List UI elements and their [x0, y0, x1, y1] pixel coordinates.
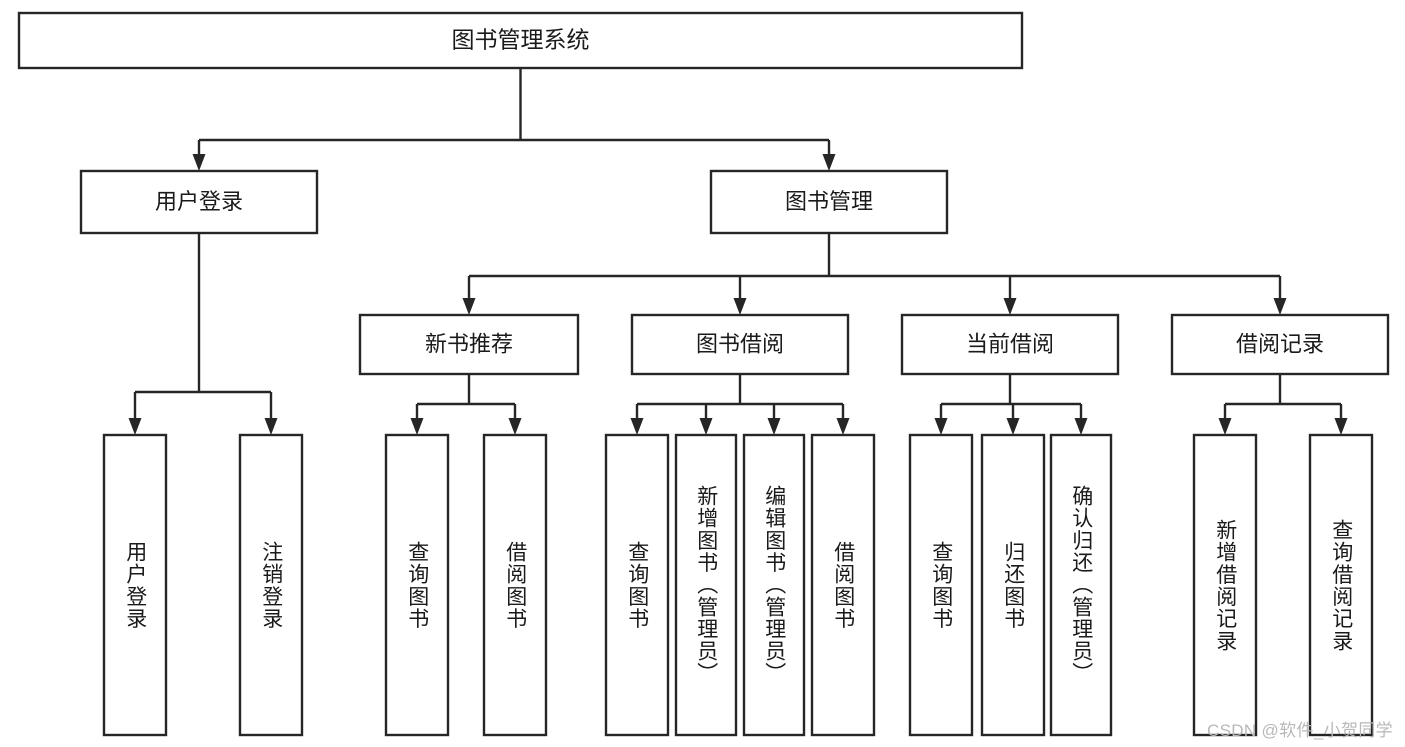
- arrow-head-icon: [192, 154, 206, 171]
- arrow-head-icon: [733, 298, 747, 315]
- arrow-head-icon: [1003, 298, 1017, 315]
- node-label-user-login: 用户登录: [155, 189, 243, 214]
- arrow-head-icon: [836, 418, 850, 435]
- node-box-leaf-query-book-rec[interactable]: [384, 433, 450, 737]
- node-box-leaf-return-book[interactable]: [980, 433, 1046, 737]
- node-label-root: 图书管理系统: [452, 27, 590, 53]
- node-box-leaf-edit-book[interactable]: [742, 433, 806, 737]
- arrow-head-icon: [699, 418, 713, 435]
- arrow-head-icon: [767, 418, 781, 435]
- node-box-leaf-borrow-book-rec[interactable]: [482, 433, 548, 737]
- node-box-user-login[interactable]: [79, 169, 319, 235]
- node-box-book-manage[interactable]: [709, 169, 949, 235]
- arrow-head-icon: [1273, 298, 1287, 315]
- arrow-head-icon: [264, 418, 278, 435]
- node-label-borrow-record: 借阅记录: [1236, 331, 1324, 356]
- node-box-leaf-confirm-return[interactable]: [1049, 433, 1113, 737]
- node-box-leaf-query-book-current[interactable]: [908, 433, 974, 737]
- node-box-book-borrow[interactable]: [630, 313, 850, 376]
- arrow-head-icon: [1218, 418, 1232, 435]
- node-box-leaf-borrow-book[interactable]: [810, 433, 876, 737]
- arrow-head-icon: [508, 418, 522, 435]
- arrow-head-icon: [630, 418, 644, 435]
- node-box-leaf-add-book[interactable]: [674, 433, 738, 737]
- arrow-head-icon: [822, 154, 836, 171]
- node-label-book-manage: 图书管理: [785, 189, 873, 214]
- boxes-layer: [17, 11, 1390, 737]
- node-box-leaf-user-login[interactable]: [102, 433, 168, 737]
- arrow-head-icon: [410, 418, 424, 435]
- node-box-current-borrow[interactable]: [900, 313, 1120, 376]
- node-box-leaf-user-logout[interactable]: [238, 433, 304, 737]
- node-box-leaf-query-book-borrow[interactable]: [604, 433, 670, 737]
- node-box-leaf-query-record[interactable]: [1308, 433, 1374, 737]
- node-label-current-borrow: 当前借阅: [966, 331, 1054, 356]
- arrow-head-icon: [1074, 418, 1088, 435]
- node-box-borrow-record[interactable]: [1170, 313, 1390, 376]
- arrow-head-icon: [128, 418, 142, 435]
- node-box-root[interactable]: [17, 11, 1024, 70]
- arrow-head-icon: [1334, 418, 1348, 435]
- node-box-new-book-rec[interactable]: [358, 313, 580, 376]
- node-box-leaf-add-record[interactable]: [1192, 433, 1258, 737]
- node-label-new-book-rec: 新书推荐: [425, 331, 513, 356]
- arrow-head-icon: [934, 418, 948, 435]
- arrow-head-icon: [462, 298, 476, 315]
- arrow-head-icon: [1006, 418, 1020, 435]
- node-label-book-borrow: 图书借阅: [696, 331, 784, 356]
- connectors-layer: [128, 68, 1348, 435]
